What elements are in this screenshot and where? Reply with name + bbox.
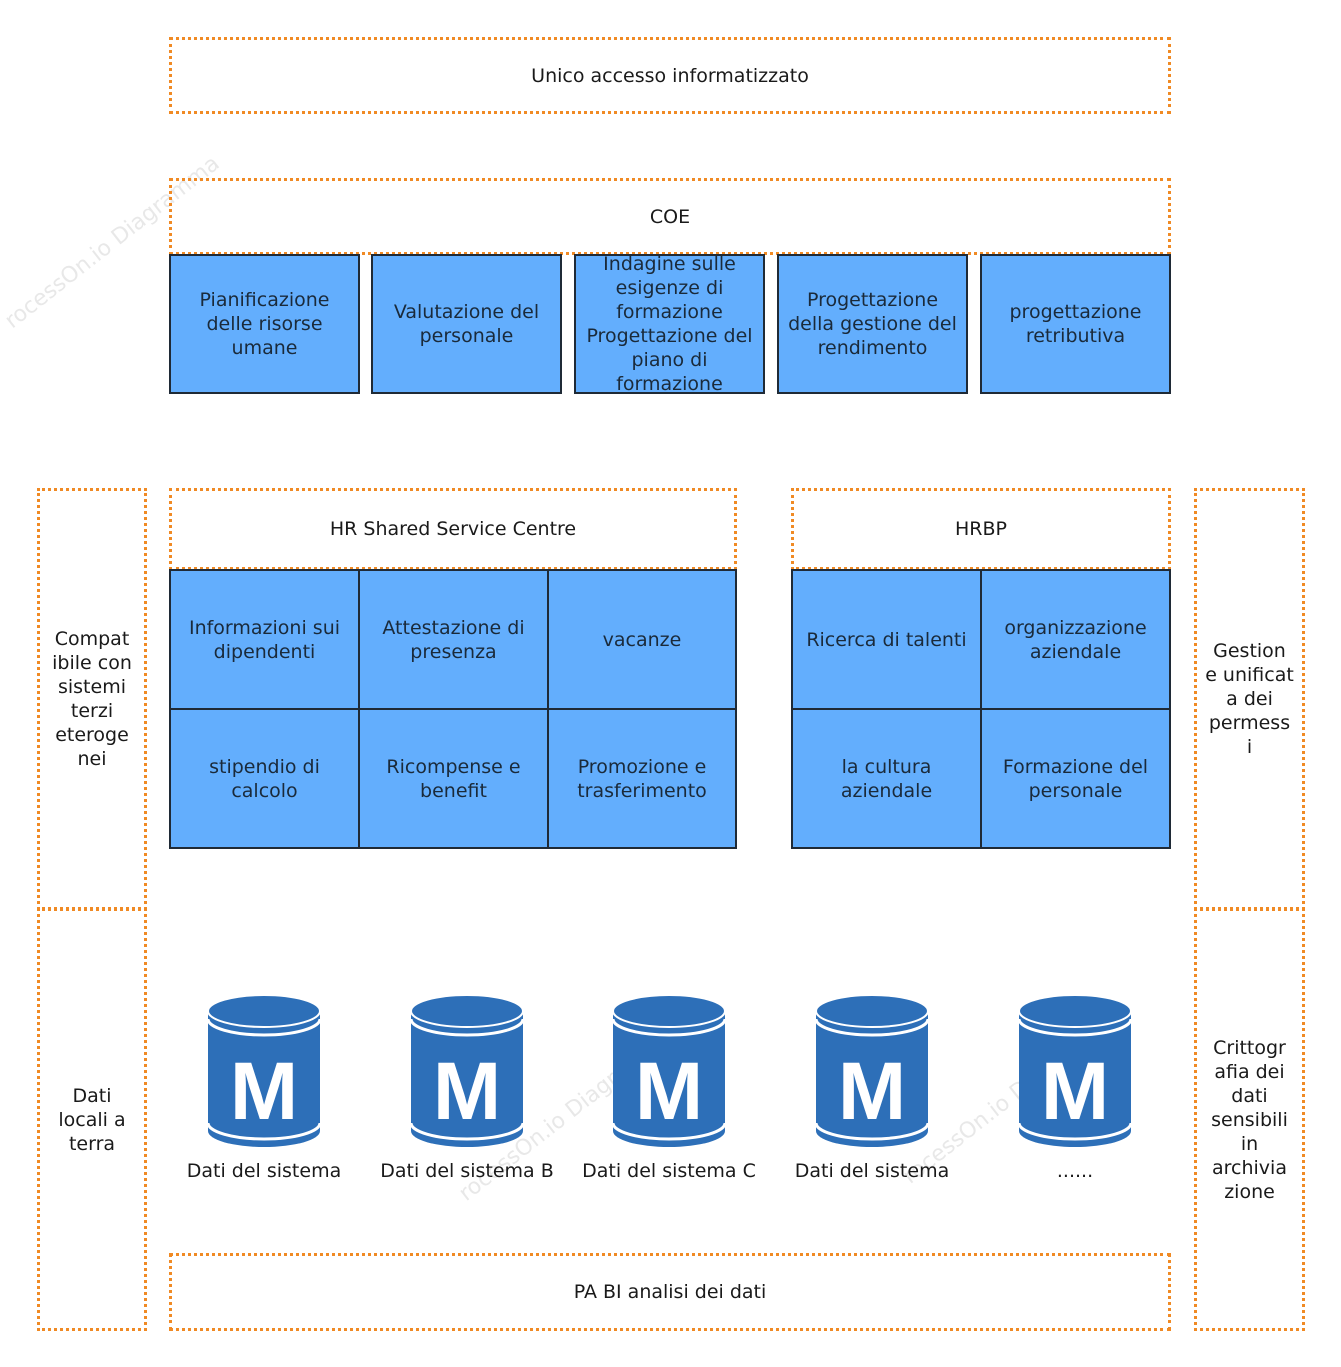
database-icon: M <box>409 993 525 1149</box>
database-icon: M <box>611 993 727 1149</box>
left-top-label: Compat ibile con sistemi terzi eteroge n… <box>52 628 132 770</box>
hrssc-box-label: Promozione e trasferimento <box>577 755 707 802</box>
coe-box-4: Progettazione della gestione del rendime… <box>777 254 968 394</box>
database-icon: M <box>206 993 322 1149</box>
hrbp-box-3: la cultura aziendale <box>791 708 982 849</box>
database-letter: M <box>838 1046 906 1137</box>
hrssc-box-3: vacanze <box>547 569 737 710</box>
coe-box-label: Indagine sulle esigenze di formazione Pr… <box>586 254 753 394</box>
hrssc-box-label: vacanze <box>602 628 682 651</box>
database-label: Dati del sistema <box>794 1160 950 1182</box>
hrbp-box-label: organizzazione aziendale <box>1004 616 1147 663</box>
coe-box-label: Progettazione della gestione del rendime… <box>788 289 957 359</box>
database-label: Dati del sistema <box>186 1160 342 1182</box>
database-icon: M <box>1017 993 1133 1149</box>
hrssc-box-5: Ricompense e benefit <box>358 708 549 849</box>
hrbp-box-label: Formazione del personale <box>1002 755 1149 802</box>
database-label: ...... <box>1056 1160 1094 1182</box>
hrssc-box-label: stipendio di calcolo <box>209 755 320 802</box>
right-top-frame: Gestion e unificat a dei permess i <box>1194 488 1305 910</box>
database-letter: M <box>230 1046 298 1137</box>
coe-box-2: Valutazione del personale <box>371 254 562 394</box>
hrbp-box-1: Ricerca di talenti <box>791 569 982 710</box>
hrssc-title: HR Shared Service Centre <box>329 518 577 540</box>
coe-box-1: Pianificazione delle risorse umane <box>169 254 360 394</box>
coe-box-label: progettazione retributiva <box>1009 301 1142 347</box>
hrssc-box-label: Informazioni sui dipendenti <box>188 616 341 663</box>
hrbp-box-label: Ricerca di talenti <box>806 628 967 651</box>
hrbp-frame: HRBP <box>791 488 1171 570</box>
right-bottom-label: Crittogr afia dei dati sensibili in arch… <box>1211 1036 1288 1203</box>
coe-frame: COE <box>169 178 1171 255</box>
hrbp-box-2: organizzazione aziendale <box>980 569 1171 710</box>
hrssc-box-6: Promozione e trasferimento <box>547 708 737 849</box>
database-letter: M <box>635 1046 703 1137</box>
database-letter: M <box>1041 1046 1109 1137</box>
right-top-label: Gestion e unificat a dei permess i <box>1205 640 1294 758</box>
database-letter: M <box>433 1046 501 1137</box>
bi-label: PA BI analisi dei dati <box>573 1281 767 1303</box>
database-label: Dati del sistema B <box>380 1160 554 1182</box>
database-icon: M <box>814 993 930 1149</box>
coe-box-label: Pianificazione delle risorse umane <box>199 289 330 359</box>
hrssc-box-4: stipendio di calcolo <box>169 708 360 849</box>
database-label: Dati del sistema C <box>582 1160 756 1182</box>
coe-box-label: Valutazione del personale <box>393 301 540 347</box>
left-bottom-frame: Dati locali a terra <box>37 908 147 1331</box>
left-bottom-label: Dati locali a terra <box>58 1084 126 1155</box>
hrbp-title: HRBP <box>955 518 1007 540</box>
coe-label: COE <box>649 205 691 228</box>
left-top-frame: Compat ibile con sistemi terzi eteroge n… <box>37 488 147 910</box>
bi-frame: PA BI analisi dei dati <box>169 1253 1171 1331</box>
access-frame: Unico accesso informatizzato <box>169 37 1171 114</box>
hrbp-box-4: Formazione del personale <box>980 708 1171 849</box>
hrbp-box-label: la cultura aziendale <box>840 755 933 802</box>
hrssc-box-1: Informazioni sui dipendenti <box>169 569 360 710</box>
right-bottom-frame: Crittogr afia dei dati sensibili in arch… <box>1194 908 1305 1331</box>
hrssc-box-2: Attestazione di presenza <box>358 569 549 710</box>
coe-box-3: Indagine sulle esigenze di formazione Pr… <box>574 254 765 394</box>
access-label: Unico accesso informatizzato <box>531 64 809 87</box>
coe-box-5: progettazione retributiva <box>980 254 1171 394</box>
hrssc-box-label: Ricompense e benefit <box>386 755 521 802</box>
hrssc-frame: HR Shared Service Centre <box>169 488 737 570</box>
hrssc-box-label: Attestazione di presenza <box>382 616 525 663</box>
